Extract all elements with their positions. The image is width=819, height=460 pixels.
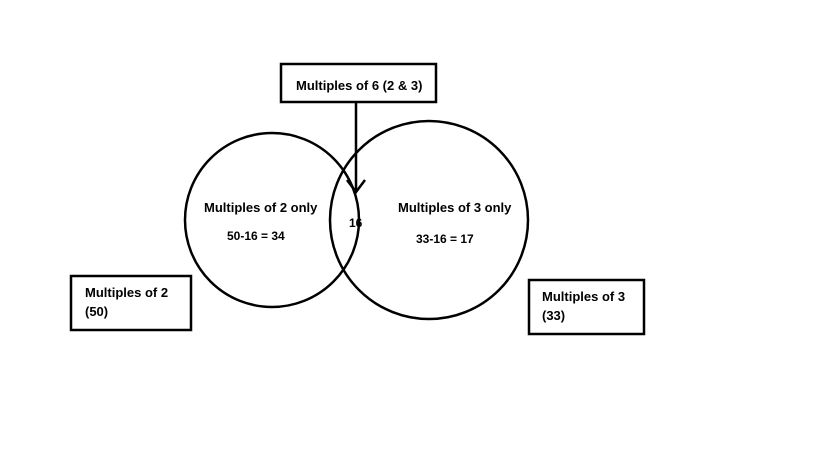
right-circle-title: Multiples of 3 only [398, 200, 512, 215]
top-label-box: Multiples of 6 (2 & 3) [279, 62, 438, 104]
right-circle-calc: 33-16 = 17 [416, 232, 474, 246]
left-set-box: Multiples of 2 (50) [69, 274, 193, 332]
left-circle-multiples-of-2 [183, 131, 361, 309]
right-set-box-line2: (33) [542, 308, 565, 323]
top-label-text: Multiples of 6 (2 & 3) [296, 78, 422, 93]
right-set-box-line1: Multiples of 3 [542, 289, 625, 304]
left-set-box-line1: Multiples of 2 [85, 285, 168, 300]
right-set-box: Multiples of 3 (33) [527, 278, 646, 336]
left-circle-calc: 50-16 = 34 [227, 229, 285, 243]
left-circle-title: Multiples of 2 only [204, 200, 318, 215]
left-set-box-line2: (50) [85, 304, 108, 319]
right-circle-multiples-of-3 [328, 119, 530, 321]
intersection-value: 16 [349, 216, 363, 230]
pointer-arrow [346, 102, 366, 195]
